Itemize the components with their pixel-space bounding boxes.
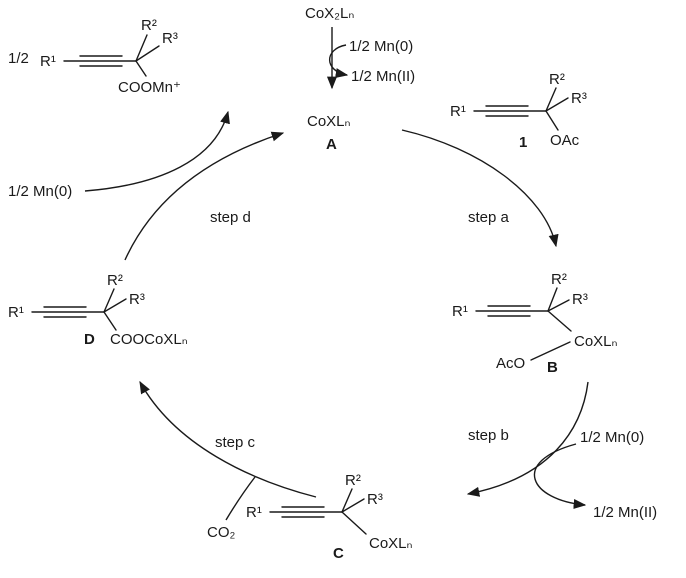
- b-letter-label: B: [547, 359, 558, 376]
- step-d-label: step d: [210, 209, 251, 226]
- catalyst-a-label: A: [326, 136, 337, 153]
- step-c-label: step c: [215, 434, 256, 451]
- arrow-step-a: [401, 129, 559, 248]
- bond-to-group: [103, 311, 117, 331]
- mn-redox-curved-arrow-step-b: [533, 443, 587, 509]
- arrow-step-c: [139, 380, 317, 498]
- d-r1-label: R¹: [8, 304, 24, 321]
- bond-to-r2: [547, 287, 558, 312]
- step-b-mn-in-label: 1/2 Mn(0): [580, 429, 644, 446]
- c-cobalt-label: CoXLₙ: [369, 535, 413, 552]
- step-d-mn-in-label: 1/2 Mn(0): [8, 183, 72, 200]
- b-r3-label: R³: [572, 291, 588, 308]
- intermediate-c-structure: R¹ R² R³ CoXLₙ C: [246, 472, 413, 562]
- b-cobalt-label: CoXLₙ: [574, 333, 618, 350]
- bond-acetate-cobalt: [530, 341, 571, 361]
- product-group-label: COOMn⁺: [118, 79, 181, 96]
- bond-to-r3: [341, 498, 365, 513]
- bond-to-r2: [545, 87, 557, 112]
- arrow-step-d-cycle: [124, 131, 285, 261]
- substrate-1-structure: R¹ R² R³ OAc 1: [450, 71, 587, 151]
- d-r2-label: R²: [107, 272, 123, 289]
- step-a-label: step a: [468, 209, 510, 226]
- step-b-label: step b: [468, 427, 509, 444]
- bond-to-r2: [341, 488, 353, 513]
- precatalyst-formula: CoX₂Lₙ: [305, 5, 354, 22]
- b-r2-label: R²: [551, 271, 567, 288]
- precatalyst-mn-out-label: 1/2 Mn(II): [351, 68, 415, 85]
- bond-to-r3: [103, 298, 127, 313]
- substrate-group-label: OAc: [550, 132, 580, 149]
- product-r2-label: R²: [141, 17, 157, 34]
- substrate-r1-label: R¹: [450, 103, 466, 120]
- intermediate-d-structure: R¹ R² R³ COOCoXLₙ D: [8, 272, 188, 348]
- bond-to-r3: [547, 299, 570, 312]
- d-letter-label: D: [84, 331, 95, 348]
- bond-to-cobalt: [341, 511, 367, 535]
- bond-to-r3: [135, 45, 160, 62]
- bond-to-cobalt: [547, 310, 572, 332]
- d-group-label: COOCoXLₙ: [110, 331, 188, 348]
- precatalyst-block: CoX₂Lₙ 1/2 Mn(0) 1/2 Mn(II) CoXLₙ A: [305, 5, 415, 153]
- product-stoichiometry: 1/2: [8, 50, 29, 67]
- bond-to-r2: [103, 288, 115, 313]
- b-r1-label: R¹: [452, 303, 468, 320]
- co2-entry-curve: [225, 476, 256, 521]
- c-letter-label: C: [333, 545, 344, 562]
- bond-to-r3: [545, 97, 569, 112]
- b-acetate-label: AcO: [496, 355, 525, 372]
- bond-to-group: [545, 110, 559, 131]
- catalyst-a-formula: CoXLₙ: [307, 113, 351, 130]
- c-r3-label: R³: [367, 491, 383, 508]
- mn-redox-curved-arrow: [329, 44, 349, 79]
- substrate-number-label: 1: [519, 134, 527, 151]
- precatalyst-mn-in-label: 1/2 Mn(0): [349, 38, 413, 55]
- d-r3-label: R³: [129, 291, 145, 308]
- substrate-r3-label: R³: [571, 90, 587, 107]
- bond-to-group: [135, 60, 147, 77]
- step-b-mn-out-label: 1/2 Mn(II): [593, 504, 657, 521]
- arrow-mn-to-product: [84, 110, 230, 192]
- co2-label: CO₂: [207, 524, 236, 541]
- c-r2-label: R²: [345, 472, 361, 489]
- arrow-step-b: [466, 381, 589, 497]
- product-r3-label: R³: [162, 30, 178, 47]
- product-structure: 1/2 R¹ R² R³ COOMn⁺: [8, 17, 181, 96]
- intermediate-b-structure: R¹ R² R³ CoXLₙ AcO B: [452, 271, 618, 376]
- bond-to-r2: [135, 34, 148, 62]
- substrate-r2-label: R²: [549, 71, 565, 88]
- product-r1-label: R¹: [40, 53, 56, 70]
- c-r1-label: R¹: [246, 504, 262, 521]
